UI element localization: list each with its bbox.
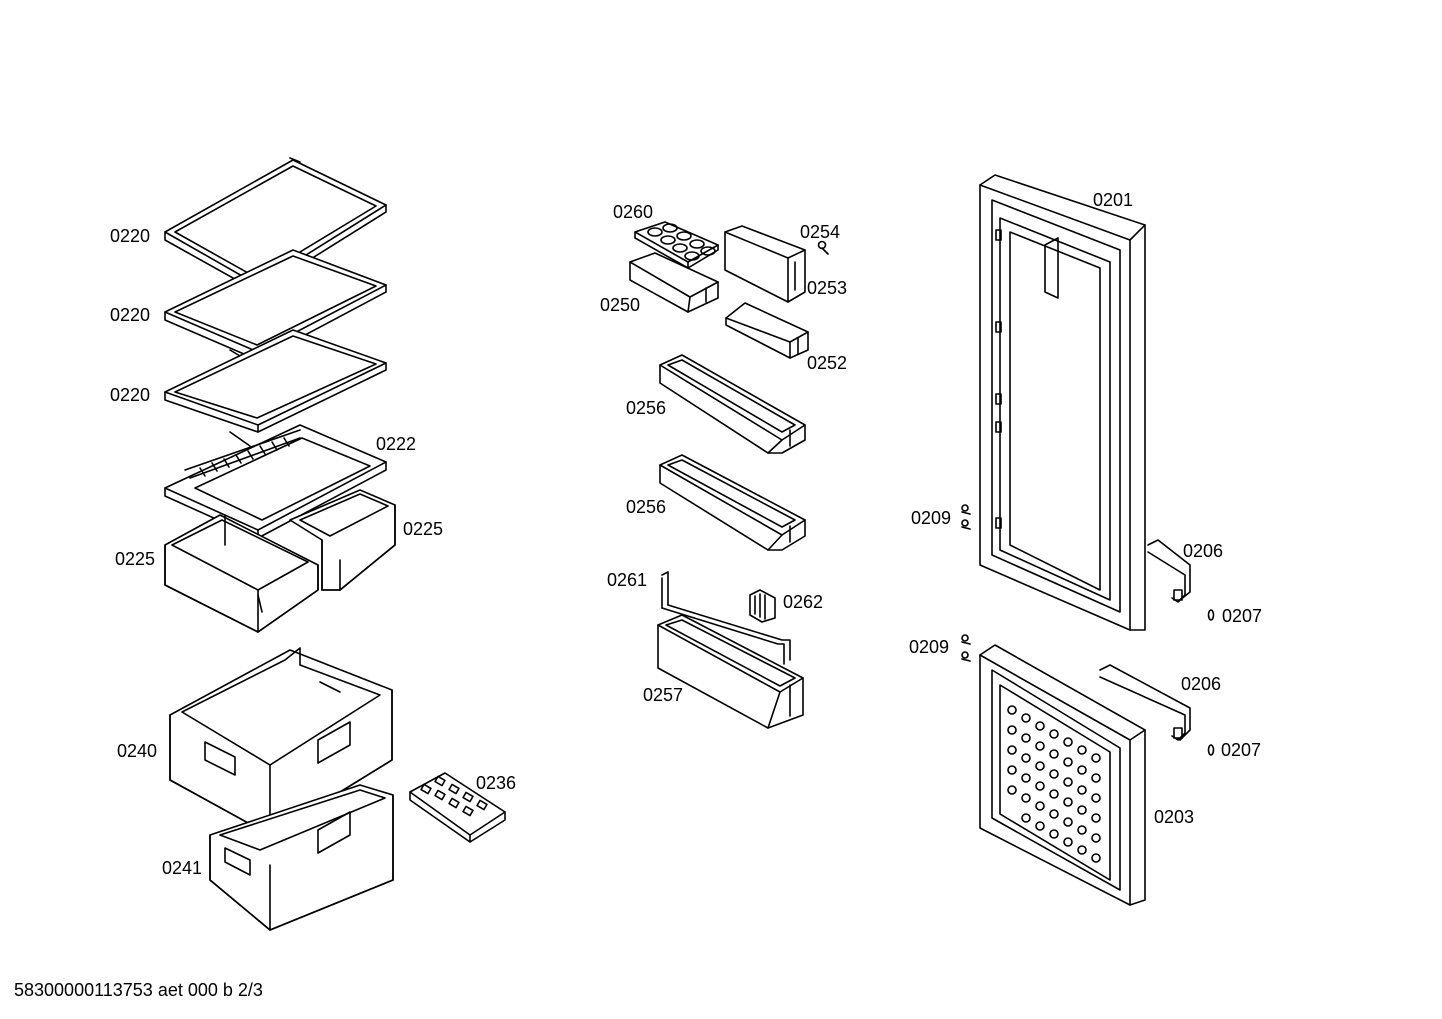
label-0254: 0254	[800, 222, 840, 242]
ice-tray-0236[interactable]	[409, 772, 506, 843]
bottle-retainer-0261[interactable]	[661, 571, 791, 665]
label-0250: 0250	[600, 295, 640, 315]
label-0225-right: 0225	[403, 519, 443, 539]
fridge-door-0201[interactable]	[979, 174, 1146, 631]
label-0220-middle: 0220	[110, 305, 150, 325]
crisper-drawer-0225-left[interactable]	[164, 514, 319, 633]
label-0253: 0253	[807, 278, 847, 298]
label-0256-lower: 0256	[626, 497, 666, 517]
label-0201: 0201	[1093, 190, 1133, 210]
glass-shelf-0220-top[interactable]	[164, 157, 387, 293]
label-0225-left: 0225	[115, 549, 155, 569]
small-shelf-0252[interactable]	[725, 302, 809, 359]
freezer-door-0203[interactable]	[979, 644, 1146, 906]
screws-0209-upper[interactable]	[961, 504, 971, 530]
label-0257: 0257	[643, 685, 683, 705]
drawing-reference-number: 58300000113753 aet 000 b 2/3	[14, 980, 263, 1000]
small-shelf-0250[interactable]	[629, 252, 719, 313]
label-0207-lower: 0207	[1221, 740, 1261, 760]
door-shelf-0256-lower[interactable]	[659, 454, 806, 551]
label-0241: 0241	[162, 858, 202, 878]
label-0206-upper: 0206	[1183, 541, 1223, 561]
label-0206-lower: 0206	[1181, 674, 1221, 694]
crisper-cover-shelf-0222[interactable]	[164, 424, 387, 539]
door-shelf-0256-upper[interactable]	[659, 354, 806, 454]
screw-0254[interactable]	[817, 240, 829, 255]
label-0203: 0203	[1154, 807, 1194, 827]
door-handle-0206-lower[interactable]	[1099, 664, 1191, 741]
label-0260: 0260	[613, 202, 653, 222]
door-handle-0206-upper[interactable]	[1147, 539, 1191, 603]
glass-shelf-0220-lower[interactable]	[164, 329, 387, 447]
label-0236: 0236	[476, 773, 516, 793]
label-0209-lower: 0209	[909, 637, 949, 657]
label-0220-lower: 0220	[110, 385, 150, 405]
bottle-divider-0262[interactable]	[749, 589, 776, 623]
butter-compartment-0253[interactable]	[724, 225, 806, 303]
label-0207-upper: 0207	[1222, 606, 1262, 626]
label-0222: 0222	[376, 434, 416, 454]
label-0262: 0262	[783, 592, 823, 612]
screws-0209-lower[interactable]	[961, 634, 971, 662]
freezer-drawer-0241[interactable]	[209, 784, 394, 931]
crisper-drawer-0225-right[interactable]	[289, 489, 396, 591]
label-0252: 0252	[807, 353, 847, 373]
label-0209-upper: 0209	[911, 508, 951, 528]
bottle-shelf-0257[interactable]	[657, 614, 804, 729]
cap-0207-lower[interactable]	[1207, 744, 1215, 756]
label-0256-upper: 0256	[626, 398, 666, 418]
egg-tray-0260[interactable]	[634, 221, 719, 269]
cap-0207-upper[interactable]	[1207, 609, 1215, 621]
label-0261: 0261	[607, 570, 647, 590]
label-0220-top: 0220	[110, 226, 150, 246]
label-0240: 0240	[117, 741, 157, 761]
